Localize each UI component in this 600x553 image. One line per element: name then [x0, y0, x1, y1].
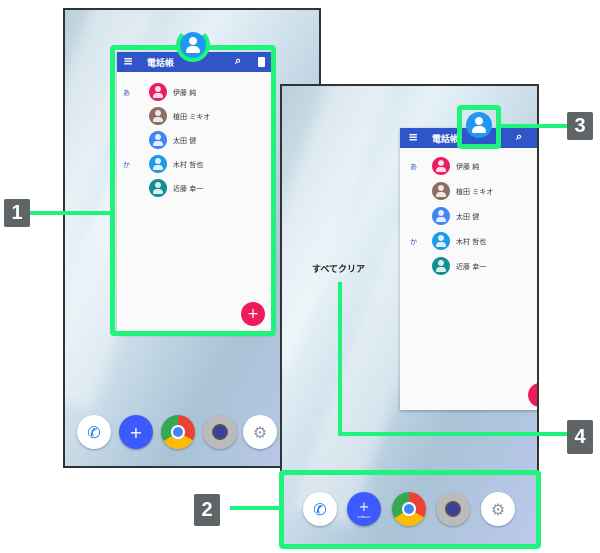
callout-3: 3: [567, 112, 593, 140]
add-contact-button: [528, 383, 537, 407]
index-label: あ: [123, 89, 130, 97]
contact-name: 近藤 幸一: [456, 263, 487, 271]
contact-name: 伊藤 純: [456, 163, 480, 171]
contact-avatar: [432, 232, 450, 250]
callout-2: 2: [194, 494, 220, 526]
contact-row[interactable]: 太田 健: [117, 130, 273, 150]
contact-avatar: [149, 107, 167, 125]
contacts-app-icon: [180, 32, 206, 58]
settings-app-icon[interactable]: ⚙: [243, 415, 277, 449]
search-icon[interactable]: ⌕: [235, 54, 242, 67]
contact-name: 太田 健: [456, 213, 480, 221]
contact-avatar: [432, 157, 450, 175]
clear-all-button[interactable]: すべてクリア: [312, 265, 366, 275]
contact-name: 伊藤 純: [173, 89, 197, 97]
menu-icon[interactable]: ≡: [123, 54, 134, 68]
contact-avatar: [149, 131, 167, 149]
menu-icon: ≡: [408, 130, 419, 144]
contact-avatar: [149, 179, 167, 197]
contact-name: 植田 ミキオ: [173, 113, 211, 121]
contact-row[interactable]: 近藤 幸一: [117, 178, 273, 198]
search-icon: ⌕: [516, 130, 523, 143]
callout-line-1: [30, 211, 112, 215]
recent-app-card[interactable]: ≡ 電話帳 ⌕ あ 伊藤 純 植田 ミキオ 太田 健 か 木村 哲也 近藤 幸一: [400, 128, 537, 410]
contact-row[interactable]: 植田 ミキオ: [117, 106, 273, 126]
contact-avatar: [149, 155, 167, 173]
softbank-label: SoftBank: [357, 514, 371, 519]
phone-screen-recent-apps: ≡ 電話帳 ⌕ あ 伊藤 純 植田 ミキオ 太田 健 か 木村 哲也 近藤 幸一 す…: [280, 84, 539, 546]
callout-line-3: [501, 124, 569, 128]
message-plus-app-icon[interactable]: +: [119, 415, 153, 449]
message-plus-app-icon[interactable]: +SoftBank: [347, 492, 381, 526]
contact-name: 木村 哲也: [456, 238, 487, 246]
index-label: か: [123, 161, 130, 169]
app-header: ≡ 電話帳 ⌕: [400, 128, 537, 148]
app-header: ≡ 電話帳 ⌕: [117, 52, 273, 72]
app-title: 電話帳: [432, 135, 460, 145]
highlight-1: [110, 45, 276, 336]
contact-name: 木村 哲也: [173, 161, 204, 169]
contact-row: 近藤 幸一: [400, 256, 537, 276]
contact-name: 太田 健: [173, 137, 197, 145]
callout-line-4: [338, 432, 568, 436]
add-contact-button[interactable]: +: [241, 302, 265, 326]
index-label: か: [410, 238, 417, 246]
contact-avatar: [432, 257, 450, 275]
chrome-app-icon[interactable]: [392, 492, 426, 526]
app-title: 電話帳: [147, 59, 175, 69]
app-icon-button[interactable]: [466, 112, 492, 138]
contact-row: 太田 健: [400, 206, 537, 226]
trash-icon[interactable]: [258, 57, 265, 67]
chrome-app-icon[interactable]: [161, 415, 195, 449]
phone-app-icon[interactable]: ✆: [303, 492, 337, 526]
contact-avatar: [432, 207, 450, 225]
contact-row[interactable]: か 木村 哲也: [117, 154, 273, 174]
contact-avatar: [432, 182, 450, 200]
contact-row: あ 伊藤 純: [400, 156, 537, 176]
index-label: あ: [410, 163, 417, 171]
highlight-3: [457, 105, 501, 149]
camera-app-icon[interactable]: [203, 415, 237, 449]
contact-avatar: [149, 83, 167, 101]
contact-name: 近藤 幸一: [173, 185, 204, 193]
camera-app-icon[interactable]: [436, 492, 470, 526]
settings-app-icon[interactable]: ⚙: [481, 492, 515, 526]
callout-1: 1: [4, 199, 30, 227]
contact-name: 植田 ミキオ: [456, 188, 494, 196]
callout-4: 4: [567, 420, 593, 454]
callout-line-4-vertical: [338, 282, 342, 436]
highlight-2: [279, 470, 541, 549]
contact-row: 植田 ミキオ: [400, 181, 537, 201]
contacts-app-card[interactable]: ≡ 電話帳 ⌕ あ 伊藤 純 植田 ミキオ 太田 健 か 木村 哲也 近藤 幸一 +: [117, 52, 273, 334]
callout-line-2: [230, 506, 282, 510]
highlight-notch: [176, 28, 210, 62]
phone-screen-before: ≡ 電話帳 ⌕ あ 伊藤 純 植田 ミキオ 太田 健 か 木村 哲也 近藤 幸一 +…: [63, 8, 321, 468]
contact-row[interactable]: あ 伊藤 純: [117, 82, 273, 102]
phone-app-icon[interactable]: ✆: [77, 415, 111, 449]
contact-row: か 木村 哲也: [400, 231, 537, 251]
